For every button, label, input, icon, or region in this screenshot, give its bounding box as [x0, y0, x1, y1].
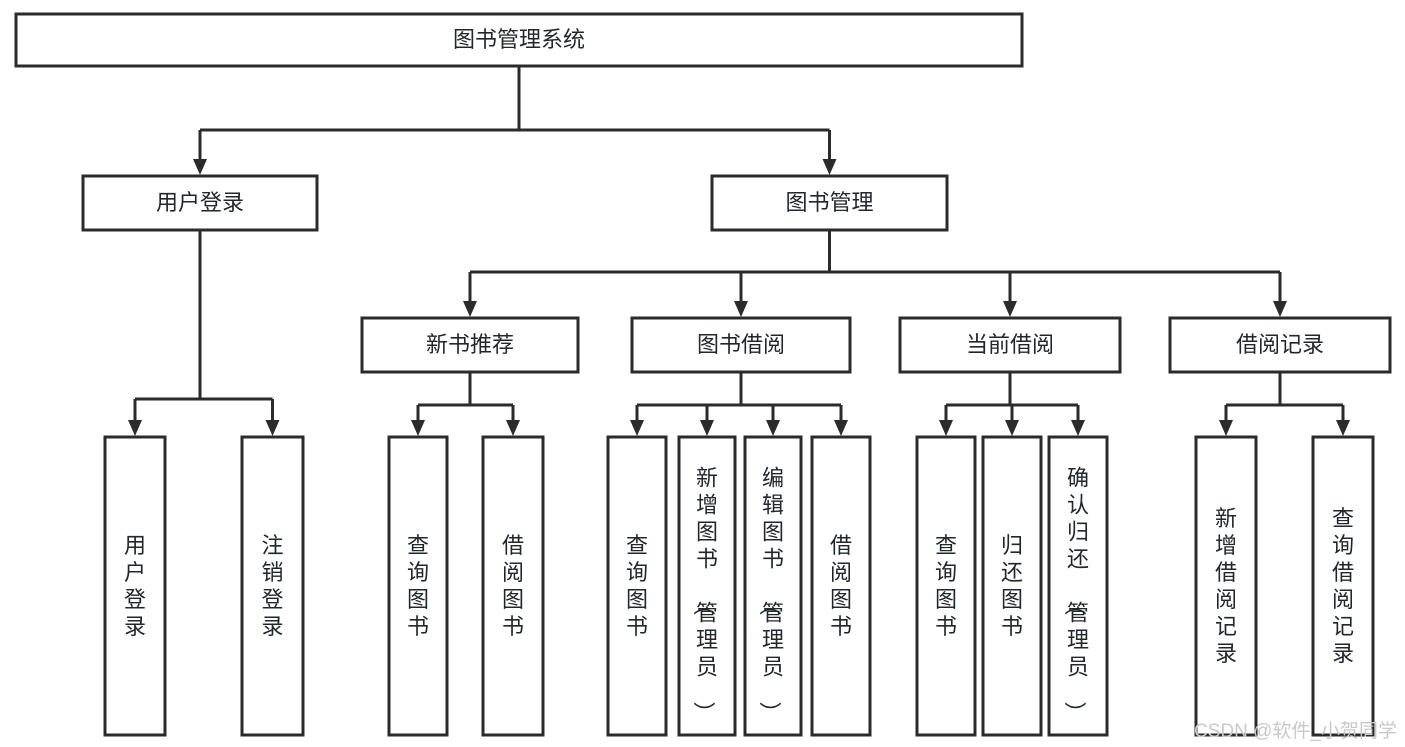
node-label: 当前借阅	[966, 332, 1054, 357]
level2-2-to-leaves-branch-1-arrowhead	[1005, 420, 1019, 436]
book-mgmt-to-level2-branch-3-arrowhead	[1273, 301, 1287, 317]
user-login-to-leaves-branch-1-arrowhead	[265, 420, 280, 436]
leaf-node-查询借阅记录[interactable]: 查询借阅记录	[1311, 435, 1375, 737]
node-label: 查询图书	[935, 533, 957, 639]
leaf-node-新增图书管理员[interactable]: 新增图书（管理员）	[677, 435, 737, 737]
node-label: 图书管理系统	[453, 27, 585, 52]
level2-3-to-leaves-branch-1-arrowhead	[1336, 420, 1350, 436]
node-level2-当前借阅[interactable]: 当前借阅	[898, 316, 1122, 374]
leaf-node-查询图书[interactable]: 查询图书	[606, 435, 668, 737]
node-box	[81, 174, 319, 232]
book-mgmt-to-level2-branch-1-arrowhead	[734, 301, 748, 317]
node-box	[810, 435, 872, 737]
node-box	[14, 12, 1024, 68]
node-label: 编辑图书（管理员）	[757, 466, 784, 724]
node-level1-图书管理[interactable]: 图书管理	[710, 174, 949, 232]
node-box	[743, 435, 803, 737]
node-root-图书管理系统[interactable]: 图书管理系统	[14, 12, 1024, 68]
level2-0-to-leaves-branch-0-arrowhead	[411, 420, 425, 436]
leaf-node-注销登录[interactable]: 注销登录	[240, 435, 305, 737]
node-label: 确认归还（管理员）	[1062, 466, 1089, 724]
node-box	[1168, 316, 1392, 374]
node-box	[387, 435, 449, 737]
level2-1-to-leaves-branch-3-arrowhead	[834, 420, 848, 436]
node-label: 用户登录	[124, 533, 146, 639]
connector-layer	[128, 66, 1350, 436]
node-box	[915, 435, 977, 737]
node-box	[981, 435, 1043, 737]
node-box	[103, 435, 167, 737]
leaf-node-借阅图书[interactable]: 借阅图书	[481, 435, 545, 737]
node-label: 归还图书	[1001, 533, 1023, 639]
root-to-level1-branch-0-arrowhead	[193, 159, 207, 175]
node-label: 图书管理	[785, 190, 873, 215]
node-level1-用户登录[interactable]: 用户登录	[81, 174, 319, 232]
node-box	[710, 174, 949, 232]
node-label: 图书借阅	[697, 332, 785, 357]
node-box	[898, 316, 1122, 374]
leaf-node-编辑图书管理员[interactable]: 编辑图书（管理员）	[743, 435, 803, 737]
node-box	[1311, 435, 1375, 737]
node-label: 借阅图书	[830, 533, 852, 639]
node-label: 借阅记录	[1236, 332, 1324, 357]
leaf-node-查询图书[interactable]: 查询图书	[915, 435, 977, 737]
level2-2-to-leaves-branch-0-arrowhead	[939, 420, 953, 436]
node-box	[1047, 435, 1109, 737]
node-level2-新书推荐[interactable]: 新书推荐	[360, 316, 580, 374]
leaf-node-新增借阅记录[interactable]: 新增借阅记录	[1194, 435, 1258, 737]
node-label: 新增图书（管理员）	[691, 466, 718, 724]
leaf-node-查询图书[interactable]: 查询图书	[387, 435, 449, 737]
level2-3-to-leaves-branch-0-arrowhead	[1219, 420, 1233, 436]
leaf-node-确认归还管理员[interactable]: 确认归还（管理员）	[1047, 435, 1109, 737]
level2-1-to-leaves-branch-0-arrowhead	[630, 420, 644, 436]
node-level2-借阅记录[interactable]: 借阅记录	[1168, 316, 1392, 374]
book-mgmt-to-level2-branch-0-arrowhead	[463, 301, 477, 317]
user-login-to-leaves-branch-0-arrowhead	[128, 420, 142, 436]
node-box	[240, 435, 305, 737]
node-layer: 图书管理系统用户登录图书管理新书推荐图书借阅当前借阅借阅记录用户登录注销登录查询…	[14, 12, 1392, 737]
level2-2-to-leaves-branch-2-arrowhead	[1071, 420, 1085, 436]
node-box	[360, 316, 580, 374]
leaf-node-归还图书[interactable]: 归还图书	[981, 435, 1043, 737]
node-label: 查询图书	[626, 533, 648, 639]
node-box	[677, 435, 737, 737]
level2-1-to-leaves-branch-2-arrowhead	[766, 420, 780, 436]
node-box	[606, 435, 668, 737]
leaf-node-用户登录[interactable]: 用户登录	[103, 435, 167, 737]
node-box	[1194, 435, 1258, 737]
node-label: 借阅图书	[502, 533, 524, 639]
book-mgmt-to-level2-branch-2-arrowhead	[1003, 301, 1017, 317]
node-label: 用户登录	[156, 190, 244, 215]
root-to-level1-branch-1-arrowhead	[822, 159, 837, 175]
node-level2-图书借阅[interactable]: 图书借阅	[630, 316, 852, 374]
level2-0-to-leaves-branch-1-arrowhead	[506, 420, 520, 436]
level2-1-to-leaves-branch-1-arrowhead	[700, 420, 714, 436]
node-label: 新书推荐	[426, 332, 514, 357]
node-box	[481, 435, 545, 737]
node-label: 注销登录	[261, 533, 283, 639]
node-label: 查询借阅记录	[1332, 506, 1354, 666]
node-box	[630, 316, 852, 374]
node-label: 新增借阅记录	[1215, 506, 1237, 666]
leaf-node-借阅图书[interactable]: 借阅图书	[810, 435, 872, 737]
node-label: 查询图书	[407, 533, 429, 639]
